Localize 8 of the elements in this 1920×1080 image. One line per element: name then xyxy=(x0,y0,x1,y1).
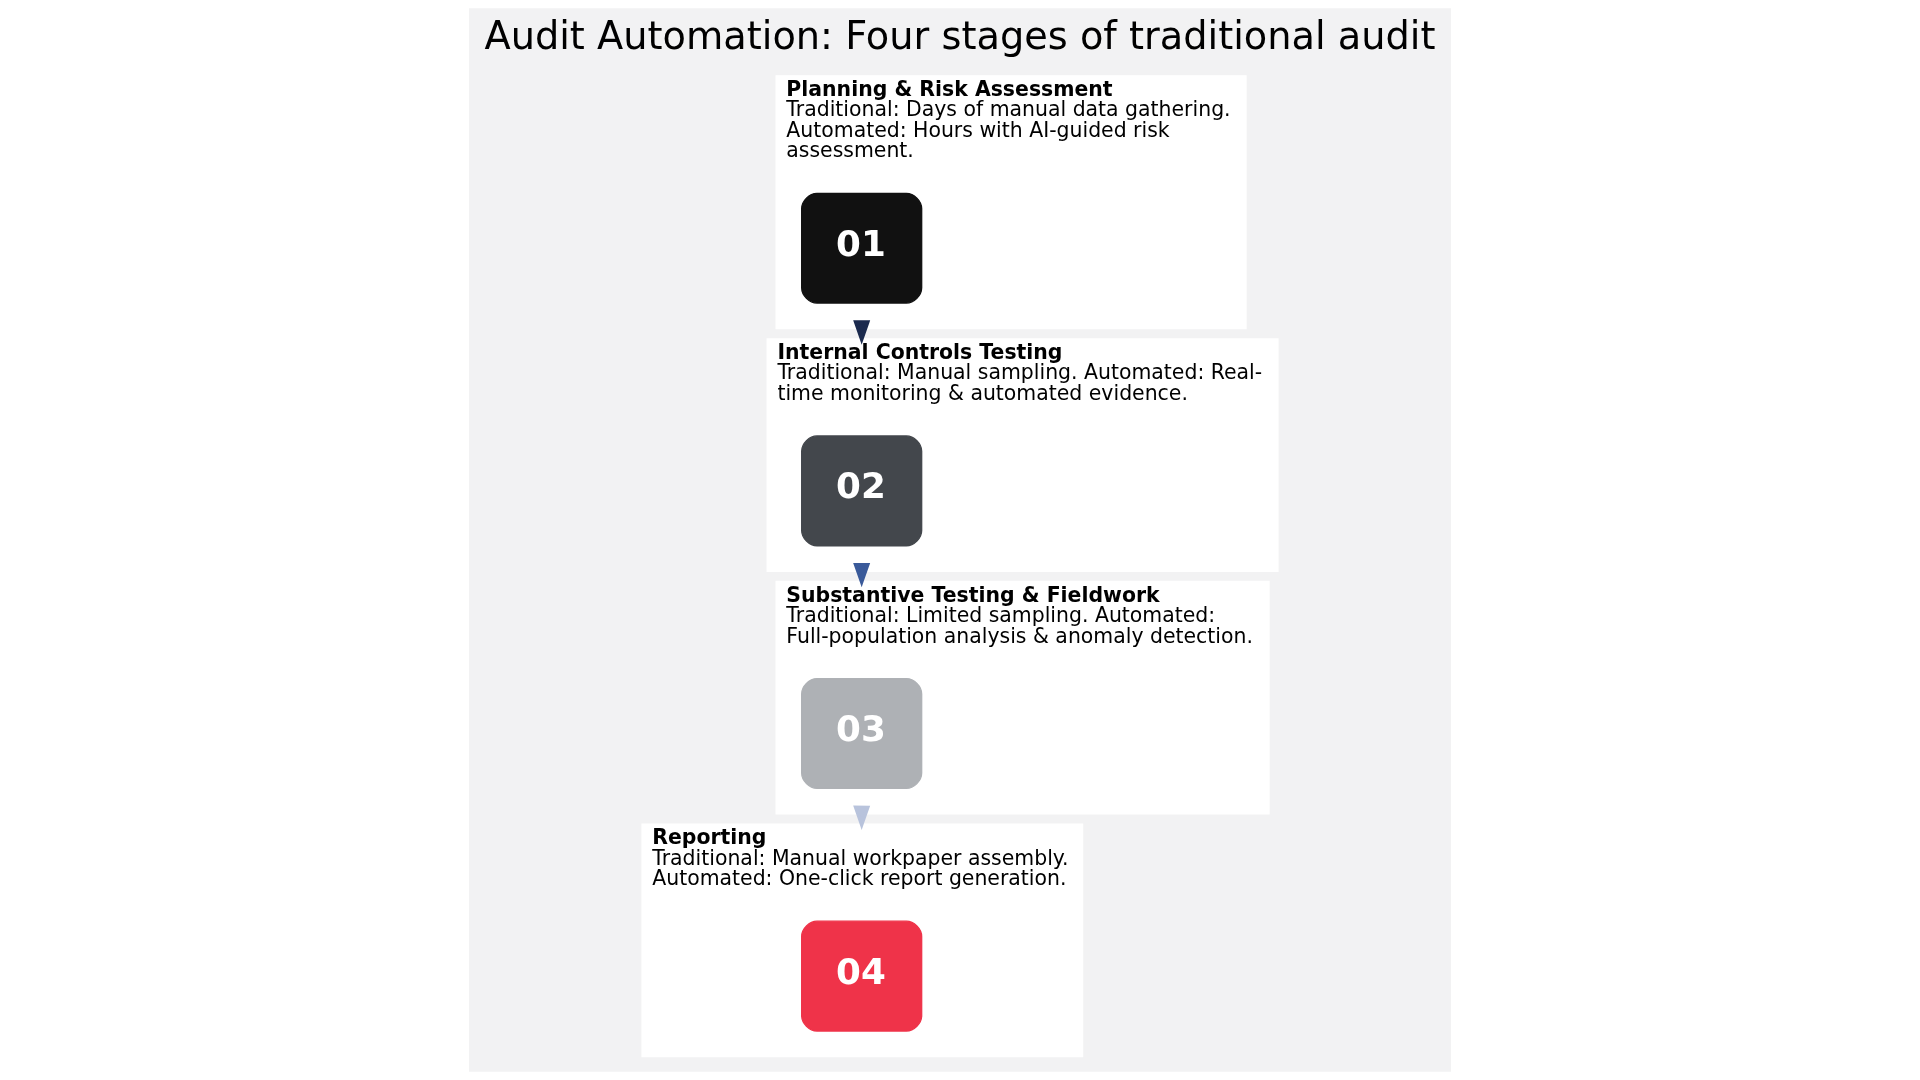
arrow xyxy=(853,805,871,830)
diagram-title: Audit Automation: Four stages of traditional audit xyxy=(484,13,1436,58)
arrow xyxy=(853,563,871,588)
node-box: 04 xyxy=(801,920,923,1032)
node-box: 03 xyxy=(801,677,923,789)
node-box: 02 xyxy=(801,435,923,547)
node-box: 01 xyxy=(801,192,923,304)
arrow xyxy=(853,320,871,345)
